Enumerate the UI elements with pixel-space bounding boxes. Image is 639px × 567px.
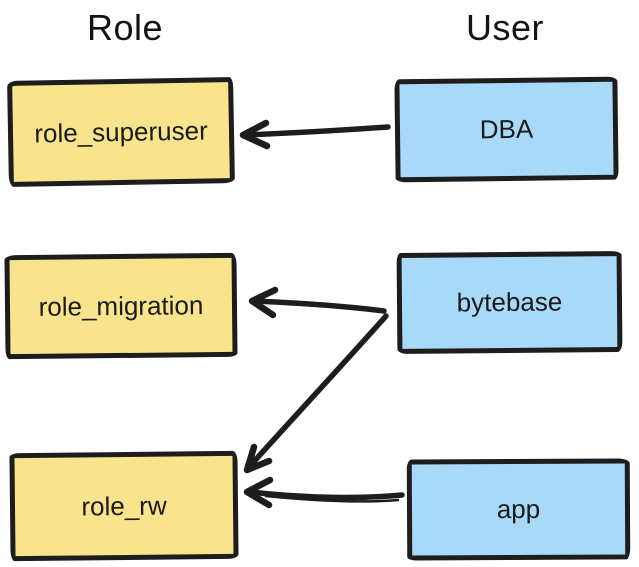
node-label: role_superuser [34, 114, 208, 149]
node-role-rw: role_rw [9, 450, 239, 562]
node-role-migration: role_migration [4, 252, 238, 360]
node-label: app [496, 493, 541, 525]
arrow-bytebase-to-role-migration [248, 286, 387, 319]
node-dba: DBA [394, 76, 619, 183]
column-header-user: User [465, 7, 544, 48]
arrow-dba-to-role-superuser [239, 119, 391, 150]
node-role-superuser: role_superuser [7, 77, 235, 187]
arrow-app-to-role-rw [243, 476, 405, 509]
node-label: DBA [479, 113, 534, 145]
arrow-bytebase-to-role-rw [243, 313, 389, 474]
node-label: bytebase [456, 286, 563, 318]
column-header-role: Role [86, 7, 164, 48]
node-label: role_migration [38, 289, 204, 322]
node-app: app [406, 458, 631, 561]
node-label: role_rw [81, 490, 167, 521]
node-bytebase: bytebase [396, 251, 623, 354]
